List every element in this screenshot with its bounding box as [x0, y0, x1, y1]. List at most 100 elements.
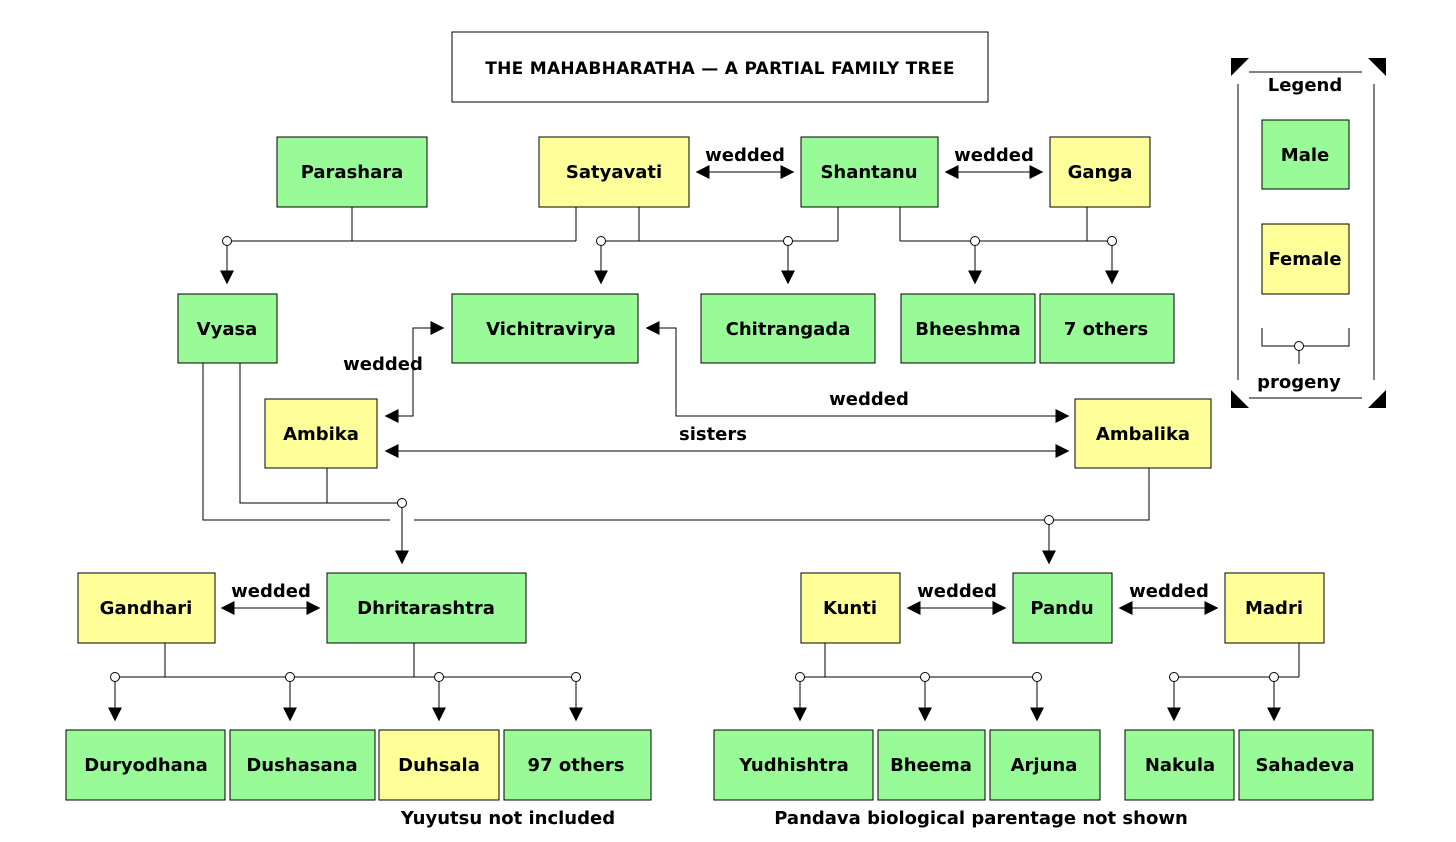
node-arjuna: Arjuna	[989, 729, 1101, 801]
junction-circle	[783, 236, 793, 246]
junction-circle	[434, 672, 444, 682]
node-seven-others: 7 others	[1039, 293, 1175, 364]
legend-corner	[1231, 58, 1249, 76]
node-label: Dhritarashtra	[357, 598, 495, 619]
node-label: Gandhari	[100, 598, 193, 619]
connectors	[108, 165, 1300, 722]
legend-corner	[1368, 390, 1386, 408]
junction-circle	[795, 672, 805, 682]
node-label: Parashara	[301, 162, 404, 183]
node-label: Pandu	[1030, 598, 1093, 619]
legend-male-swatch	[1261, 119, 1350, 190]
node-label: Satyavati	[566, 162, 662, 183]
node-label: Nakula	[1145, 755, 1215, 776]
junction-circle	[397, 498, 407, 508]
legend-female-label: Female	[1268, 249, 1341, 270]
node-label: Sahadeva	[1255, 755, 1354, 776]
junction-circle	[1107, 236, 1117, 246]
node-kunti: Kunti	[800, 572, 901, 644]
node-label: Ambika	[283, 424, 359, 445]
legend-progeny-label: progeny	[1257, 372, 1341, 393]
node-label: Duryodhana	[84, 755, 208, 776]
node-satyavati: Satyavati	[538, 136, 690, 208]
node-label: Ambalika	[1096, 424, 1190, 445]
node-label: Bheeshma	[915, 319, 1020, 340]
node-nakula: Nakula	[1124, 729, 1235, 801]
wedded-label: wedded	[1129, 581, 1209, 602]
pandava-note: Pandava biological parentage not shown	[774, 808, 1188, 829]
node-yudhishtra: Yudhishtra	[713, 729, 874, 801]
yuyutsu-note: Yuyutsu not included	[400, 808, 615, 829]
vichitravirya-ambika-wedded	[384, 321, 445, 423]
node-label: Chitrangada	[726, 319, 851, 340]
relation-labels: wedded wedded wedded wedded sisters wedd…	[231, 145, 1209, 602]
vyasa-line-a	[239, 363, 402, 504]
legend: Legend Male Female progeny	[1231, 58, 1386, 408]
node-label: Ganga	[1068, 162, 1133, 183]
node-pandu: Pandu	[1012, 572, 1113, 644]
node-ambalika: Ambalika	[1074, 398, 1212, 469]
legend-corner	[1368, 58, 1386, 76]
node-gandhari: Gandhari	[77, 572, 216, 644]
progeny-junctions	[110, 236, 1279, 682]
node-ambika: Ambika	[264, 398, 378, 469]
node-label: Dushasana	[246, 755, 357, 776]
junction-circle	[110, 672, 120, 682]
junction-circle	[1032, 672, 1042, 682]
legend-female-swatch	[1261, 223, 1350, 295]
wedded-label: wedded	[705, 145, 785, 166]
node-parashara: Parashara	[276, 136, 428, 208]
node-label: Kunti	[823, 598, 877, 619]
junction-circle	[1044, 515, 1054, 525]
wedded-label: wedded	[954, 145, 1034, 166]
legend-male-label: Male	[1281, 145, 1329, 166]
wedded-label: wedded	[917, 581, 997, 602]
person-nodes: Parashara Satyavati Shantanu Ganga Vyasa…	[65, 136, 1374, 801]
legend-corner	[1231, 390, 1249, 408]
junction-circle	[571, 672, 581, 682]
node-label: Bheema	[890, 755, 972, 776]
legend-progeny-symbol	[1261, 328, 1350, 364]
junction-circle	[1269, 672, 1279, 682]
junction-circle	[596, 236, 606, 246]
junction-circle	[970, 236, 980, 246]
node-ganga: Ganga	[1049, 136, 1151, 208]
node-duhsala: Duhsala	[378, 729, 500, 801]
junction-circle	[1294, 341, 1304, 351]
node-vichitravirya: Vichitravirya	[451, 293, 639, 364]
node-duryodhana: Duryodhana	[65, 729, 226, 801]
node-label: Duhsala	[398, 755, 480, 776]
ambalika-line	[414, 468, 1150, 521]
page-title: THE MAHABHARATHA — A PARTIAL FAMILY TREE	[485, 59, 955, 79]
node-dhritarashtra: Dhritarashtra	[326, 572, 527, 644]
node-label: Madri	[1245, 598, 1303, 619]
node-label: Yudhishtra	[738, 755, 849, 776]
junction-circle	[222, 236, 232, 246]
junction-circle	[285, 672, 295, 682]
node-bheema: Bheema	[877, 729, 986, 801]
node-ninety-seven-others: 97 others	[503, 729, 652, 801]
node-shantanu: Shantanu	[800, 136, 939, 208]
wedded-label: wedded	[829, 389, 909, 410]
node-label: 7 others	[1064, 319, 1148, 340]
junction-circle	[920, 672, 930, 682]
junction-circle	[1169, 672, 1179, 682]
node-chitrangada: Chitrangada	[700, 293, 876, 364]
sisters-label: sisters	[679, 424, 747, 445]
wedded-label: wedded	[231, 581, 311, 602]
legend-title: Legend	[1268, 75, 1342, 96]
wedded-label: wedded	[343, 354, 423, 375]
node-bheeshma: Bheeshma	[900, 293, 1036, 364]
title-box: THE MAHABHARATHA — A PARTIAL FAMILY TREE	[451, 31, 989, 103]
vyasa-line-b	[202, 363, 390, 521]
node-label: Arjuna	[1011, 755, 1078, 776]
node-sahadeva: Sahadeva	[1238, 729, 1374, 801]
node-label: Vyasa	[197, 319, 258, 340]
node-label: 97 others	[528, 755, 625, 776]
node-dushasana: Dushasana	[229, 729, 376, 801]
node-label: Shantanu	[820, 162, 917, 183]
node-label: Vichitravirya	[486, 319, 616, 340]
node-madri: Madri	[1224, 572, 1325, 644]
node-vyasa: Vyasa	[177, 293, 278, 364]
